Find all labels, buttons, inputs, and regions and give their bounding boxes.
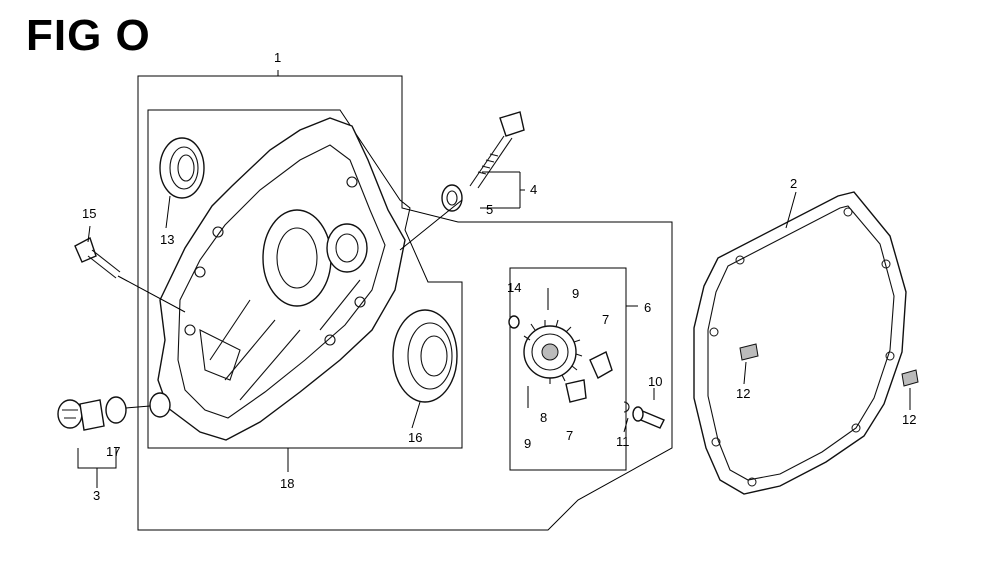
- callout-5: 5: [486, 202, 493, 217]
- drain-plug-3: [57, 399, 105, 431]
- oil-filler-cap-4: [469, 111, 525, 189]
- governor-weight-7: [565, 351, 613, 403]
- washer-14: [508, 315, 520, 329]
- callout-2: 2: [790, 176, 797, 191]
- figure-title: FIG O: [26, 11, 151, 60]
- callout-10: 10: [648, 374, 662, 389]
- dowel-pin-12-b: [901, 369, 919, 387]
- callout-14: 14: [507, 280, 521, 295]
- callout-6: 6: [644, 300, 651, 315]
- clip-11: [623, 401, 630, 413]
- callout-3: 3: [93, 488, 100, 503]
- governor-assembly-box-6: [509, 267, 627, 471]
- callout-17: 17: [106, 444, 120, 459]
- dowel-pin-12: [739, 343, 759, 361]
- washer-5: [441, 184, 463, 212]
- callout-7b: 7: [566, 428, 573, 443]
- callout-1: 1: [274, 50, 281, 65]
- callout-7a: 7: [602, 312, 609, 327]
- callout-12a: 12: [736, 386, 750, 401]
- callout-13: 13: [160, 232, 174, 247]
- callout-8: 8: [540, 410, 547, 425]
- gasket-2: [693, 191, 907, 495]
- oil-seal-13: [159, 137, 205, 199]
- callout-9b: 9: [524, 436, 531, 451]
- flange-bolt-15: [74, 236, 121, 279]
- callout-16: 16: [408, 430, 422, 445]
- governor-gear-8: [523, 319, 583, 384]
- callout-12b: 12: [902, 412, 916, 427]
- subassembly-boundary-18: [147, 109, 463, 449]
- callout-15: 15: [82, 206, 96, 221]
- case-cover: [157, 117, 406, 441]
- callout-18: 18: [280, 476, 294, 491]
- callout-11: 11: [616, 434, 630, 449]
- assembly-boundary-1: [137, 70, 673, 531]
- holder-pin-10: [632, 406, 665, 429]
- drain-washer-17: [105, 396, 127, 424]
- bearing-16: [392, 309, 458, 403]
- callout-4: 4: [530, 182, 537, 197]
- callout-9a: 9: [572, 286, 579, 301]
